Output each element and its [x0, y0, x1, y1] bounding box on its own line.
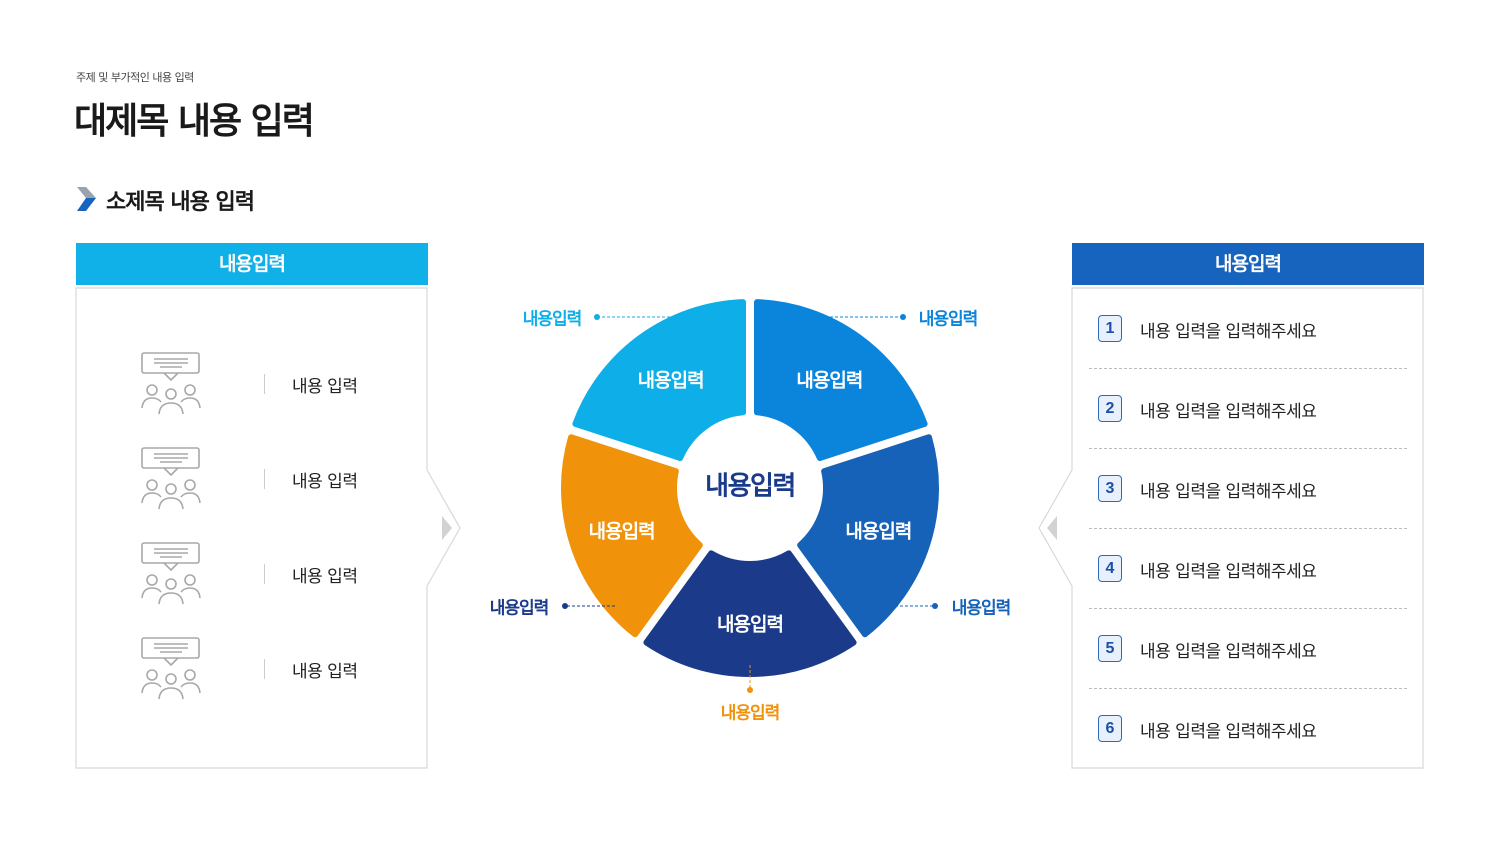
group-discussion-icon [140, 447, 202, 515]
number-badge: 3 [1098, 475, 1122, 502]
list-item-text: 내용 입력을 입력해주세요 [1140, 722, 1317, 742]
list-item-text: 내용 입력을 입력해주세요 [1140, 322, 1317, 342]
number-badge: 1 [1098, 315, 1122, 342]
left-list-item: 내용 입력 [140, 447, 400, 511]
segment-label: 내용입력 [845, 520, 912, 543]
segment-label: 내용입력 [588, 520, 656, 543]
list-item-text: 내용 입력을 입력해주세요 [1140, 482, 1317, 502]
page-title: 대제목 내용 입력 [74, 101, 315, 142]
numbered-list-item: 1 내용 입력을 입력해주세요 [1098, 315, 1408, 345]
slide-subtitle: 주제 및 부가적인 내용 입력 [76, 71, 194, 84]
left-list-item: 내용 입력 [140, 542, 400, 606]
cycle-segment [643, 550, 857, 677]
numbered-list-item: 3 내용 입력을 입력해주세요 [1098, 475, 1408, 505]
cycle-segment [797, 434, 939, 638]
dashed-divider [1089, 608, 1407, 609]
separator [264, 564, 265, 584]
number-badge: 6 [1098, 715, 1122, 742]
section-title: 소제목 내용 입력 [106, 190, 255, 215]
left-panel-header: 내용입력 [76, 243, 428, 285]
callout-dot [900, 314, 906, 320]
left-list-item: 내용 입력 [140, 637, 400, 701]
callout-label: 내용입력 [489, 598, 550, 619]
callout-label: 내용입력 [522, 309, 583, 330]
dashed-divider [1089, 368, 1407, 369]
cycle-segment [753, 299, 928, 461]
segment-label: 내용입력 [637, 369, 705, 392]
callout-dot [562, 603, 568, 609]
separator [264, 469, 265, 489]
numbered-list-item: 4 내용 입력을 입력해주세요 [1098, 555, 1408, 585]
segment-label: 내용입력 [717, 613, 784, 636]
group-discussion-icon [140, 542, 202, 610]
right-panel-header: 내용입력 [1072, 243, 1424, 285]
dashed-divider [1089, 688, 1407, 689]
segment-label: 내용입력 [796, 369, 863, 392]
list-item-text: 내용 입력을 입력해주세요 [1140, 562, 1317, 582]
numbered-list-item: 6 내용 입력을 입력해주세요 [1098, 715, 1408, 745]
group-discussion-icon [140, 352, 202, 420]
separator [264, 374, 265, 394]
callout-dot [747, 687, 753, 693]
list-item-text: 내용 입력을 입력해주세요 [1140, 642, 1317, 662]
callout-label: 내용입력 [918, 309, 979, 330]
number-badge: 4 [1098, 555, 1122, 582]
left-item-label: 내용 입력 [292, 472, 358, 492]
numbered-list-item: 2 내용 입력을 입력해주세요 [1098, 395, 1408, 425]
number-badge: 5 [1098, 635, 1122, 662]
callout-label: 내용입력 [720, 703, 781, 724]
cycle-segment [561, 434, 703, 638]
left-item-label: 내용 입력 [292, 662, 358, 682]
left-item-label: 내용 입력 [292, 567, 358, 587]
cycle-segment [572, 299, 747, 461]
diagram-center-label: 내용입력 [705, 471, 796, 502]
callout-dot [932, 603, 938, 609]
callout-label: 내용입력 [951, 598, 1012, 619]
list-item-text: 내용 입력을 입력해주세요 [1140, 402, 1317, 422]
chevron-right-icon [77, 187, 96, 211]
dashed-divider [1089, 448, 1407, 449]
dashed-divider [1089, 528, 1407, 529]
separator [264, 659, 265, 679]
number-badge: 2 [1098, 395, 1122, 422]
left-list-item: 내용 입력 [140, 352, 400, 416]
left-item-label: 내용 입력 [292, 377, 358, 397]
callout-dot [594, 314, 600, 320]
group-discussion-icon [140, 637, 202, 705]
numbered-list-item: 5 내용 입력을 입력해주세요 [1098, 635, 1408, 665]
